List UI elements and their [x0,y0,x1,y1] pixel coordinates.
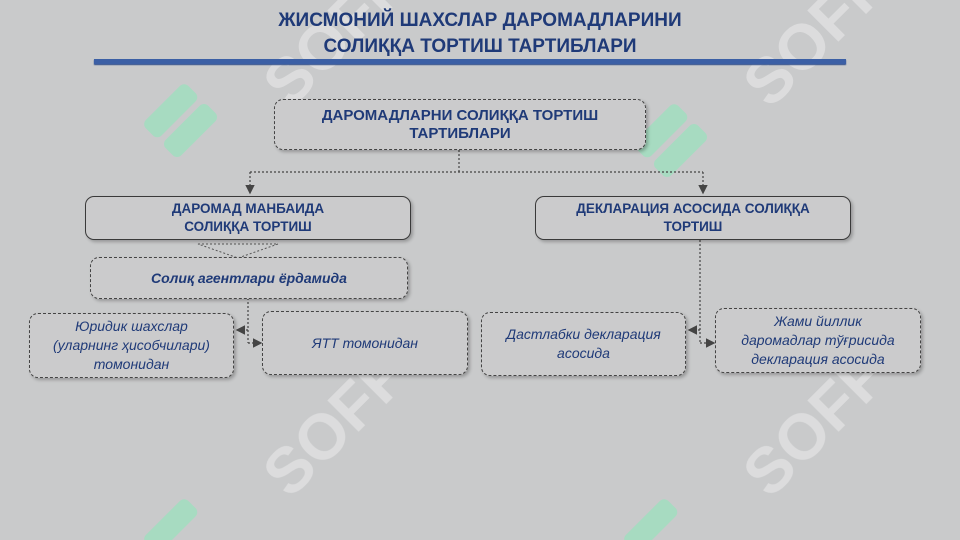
ytt-label: ЯТТ томонидан [312,334,418,351]
annual-declaration-line-1: Жами йиллик [774,313,862,329]
ytt-node: ЯТТ томонидан [262,311,468,375]
declaration-based-node: ДЕКЛАРАЦИЯ АСОСИДА СОЛИҚҚА ТОРТИШ [535,196,851,240]
initial-declaration-line-1: Дастлабки декларация [506,326,661,342]
annual-declaration-node: Жами йиллик даромадлар тўғрисида деклара… [715,308,921,373]
annual-declaration-line-3: декларация асосида [751,351,885,367]
declaration-line-2: ТОРТИШ [663,219,723,234]
initial-declaration-line-2: асосида [557,345,610,361]
title-line-1: ЖИСМОНИЙ ШАХСЛАР ДАРОМАДЛАРИНИ [278,10,682,31]
root-node-line-2: ТАРТИБЛАРИ [409,124,511,142]
withholding-line-2: СОЛИҚҚА ТОРТИШ [184,219,312,234]
withholding-line-1: ДАРОМАД МАНБАИДА [171,201,325,216]
title-line-2: СОЛИҚҚА ТОРТИШ ТАРТИБЛАРИ [323,36,637,57]
legal-entities-node: Юридик шахслар (уларнинг ҳисобчилари) то… [29,313,234,378]
title-underline [94,59,846,64]
tax-agents-node: Солиқ агентлари ёрдамида [90,257,408,299]
page-title: ЖИСМОНИЙ ШАХСЛАР ДАРОМАДЛАРИНИ СОЛИҚҚА Т… [0,8,960,60]
declaration-line-1: ДЕКЛАРАЦИЯ АСОСИДА СОЛИҚҚА [576,201,810,216]
legal-entities-line-1: Юридик шахслар [75,318,188,334]
annual-declaration-line-2: даромадлар тўғрисида [741,332,895,348]
legal-entities-line-3: томонидан [93,356,170,372]
initial-declaration-node: Дастлабки декларация асосида [481,312,686,376]
agents-down-arrow-icon [197,243,279,259]
withholding-at-source-node: ДАРОМАД МАНБАИДА СОЛИҚҚА ТОРТИШ [85,196,411,240]
tax-agents-label: Солиқ агентлари ёрдамида [151,270,347,286]
root-node: ДАРОМАДЛАРНИ СОЛИҚҚА ТОРТИШ ТАРТИБЛАРИ [274,99,646,150]
legal-entities-line-2: (уларнинг ҳисобчилари) [53,337,210,353]
root-node-line-1: ДАРОМАДЛАРНИ СОЛИҚҚА ТОРТИШ [321,106,599,124]
